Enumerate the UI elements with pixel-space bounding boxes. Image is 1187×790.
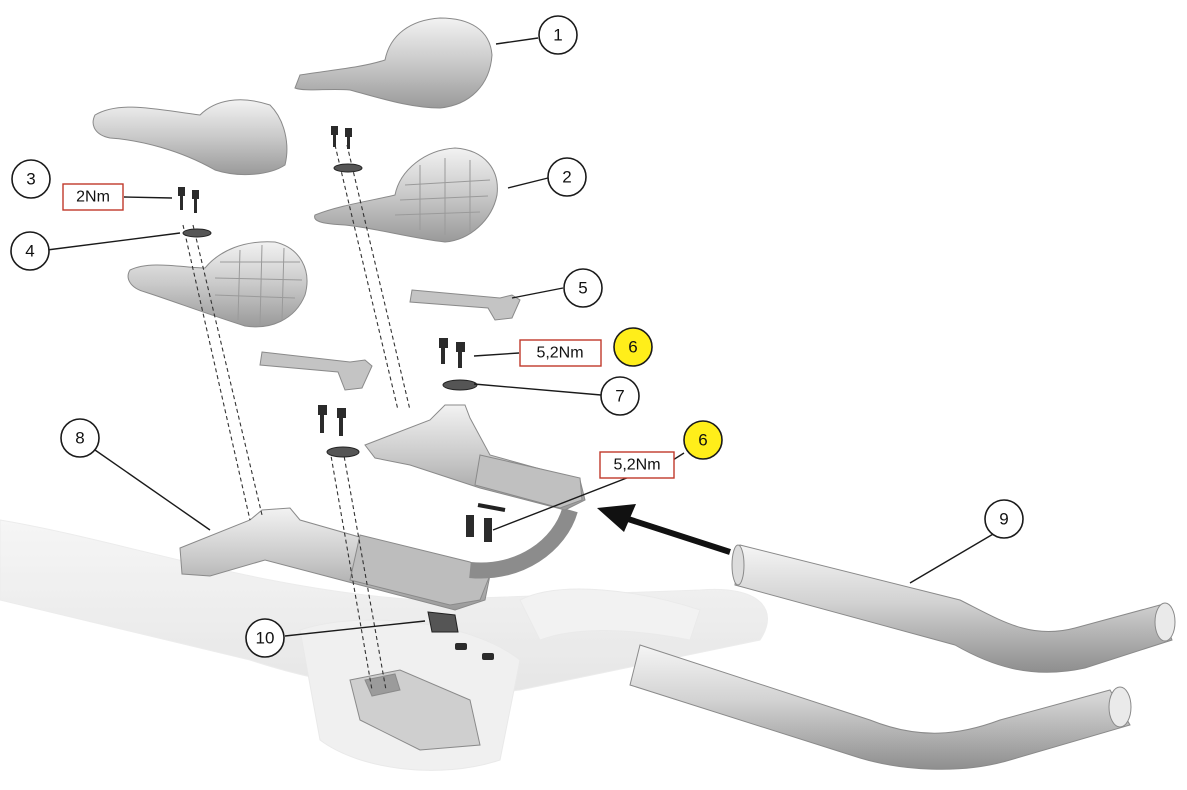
svg-text:7: 7 bbox=[615, 387, 624, 406]
svg-text:6: 6 bbox=[628, 338, 637, 357]
svg-text:9: 9 bbox=[999, 510, 1008, 529]
svg-text:8: 8 bbox=[75, 429, 84, 448]
torque-label-6-upper: 5,2Nm bbox=[519, 339, 602, 367]
callout-4: 4 bbox=[10, 231, 50, 271]
washer-4 bbox=[182, 228, 212, 238]
svg-text:10: 10 bbox=[256, 629, 275, 648]
armrest-pad-left-top bbox=[92, 99, 288, 175]
callout-8: 8 bbox=[60, 418, 100, 458]
svg-text:5: 5 bbox=[578, 279, 587, 298]
armrest-bracket-left bbox=[259, 351, 373, 391]
callout-10: 10 bbox=[245, 618, 285, 658]
torque-label-3: 2Nm bbox=[62, 183, 124, 211]
callout-6-lower: 6 bbox=[683, 420, 723, 460]
svg-text:4: 4 bbox=[25, 242, 34, 261]
washer-7 bbox=[442, 379, 478, 391]
armrest-shell-2 bbox=[314, 147, 498, 243]
svg-text:2Nm: 2Nm bbox=[76, 189, 110, 206]
bolts-3 bbox=[178, 187, 199, 213]
extension-base-8 bbox=[179, 507, 578, 611]
armrest-shell-left bbox=[127, 241, 308, 328]
extension-tube-lower bbox=[629, 644, 1132, 770]
bolts-6 bbox=[439, 338, 465, 368]
torque-label-6-lower: 5,2Nm bbox=[599, 451, 675, 479]
callout-3: 3 bbox=[11, 159, 51, 199]
bolts-top bbox=[331, 126, 363, 173]
callout-9: 9 bbox=[984, 499, 1024, 539]
callout-2: 2 bbox=[547, 157, 587, 197]
bolts-center bbox=[318, 405, 360, 458]
extension-tube-9 bbox=[731, 544, 1176, 673]
armrest-pad-1 bbox=[294, 17, 493, 109]
callout-6-upper: 6 bbox=[613, 327, 653, 367]
alignment-lines bbox=[182, 144, 411, 691]
stem-clamp bbox=[349, 669, 481, 751]
svg-text:5,2Nm: 5,2Nm bbox=[536, 345, 583, 362]
insertion-arrow bbox=[597, 504, 731, 555]
svg-text:2: 2 bbox=[562, 168, 571, 187]
svg-text:5,2Nm: 5,2Nm bbox=[613, 457, 660, 474]
svg-text:1: 1 bbox=[553, 26, 562, 45]
clamp-plate-10 bbox=[427, 611, 494, 660]
extension-base-right bbox=[364, 404, 586, 511]
svg-text:3: 3 bbox=[26, 170, 35, 189]
svg-text:6: 6 bbox=[698, 431, 707, 450]
armrest-bracket-5 bbox=[409, 289, 521, 321]
callout-7: 7 bbox=[600, 376, 640, 416]
bolts-6-lower bbox=[466, 503, 506, 542]
callout-5: 5 bbox=[563, 268, 603, 308]
callout-1: 1 bbox=[538, 15, 578, 55]
